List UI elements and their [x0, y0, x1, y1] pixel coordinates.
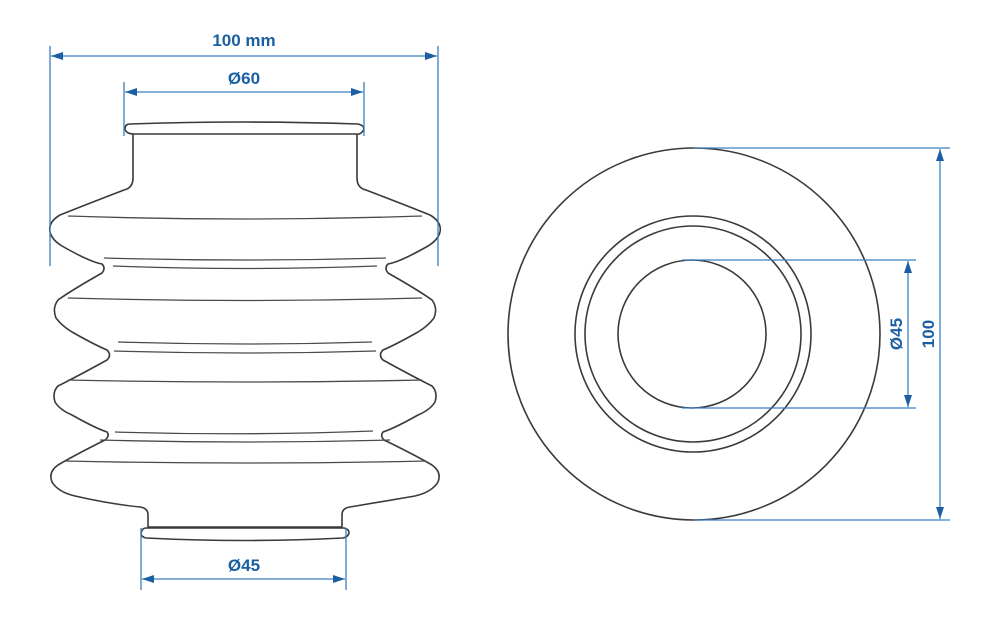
top-flange	[124, 121, 365, 135]
bottom-diameter-label: Ø45	[228, 556, 260, 575]
ring-outer-circle	[574, 215, 812, 453]
dimension-top-diameter: Ø60	[123, 69, 365, 136]
dimension-outer-diameter: 100	[694, 147, 950, 521]
top-view: 100 Ø45	[507, 147, 950, 521]
ring-inner-circle	[584, 225, 802, 443]
inner-diameter-label: Ø45	[887, 318, 906, 350]
bottom-flange	[140, 527, 350, 542]
outer-diameter-label: 100	[919, 320, 938, 348]
dimension-overall-width: 100 mm	[49, 31, 439, 266]
dimension-bottom-diameter: Ø45	[140, 528, 347, 590]
side-view: 100 mm Ø60 Ø45	[48, 31, 442, 590]
top-diameter-label: Ø60	[228, 69, 260, 88]
dimension-inner-diameter: Ø45	[682, 259, 916, 409]
outer-circle	[507, 147, 881, 521]
inner-hole-circle	[617, 259, 767, 409]
overall-width-label: 100 mm	[212, 31, 275, 50]
bellows-body-outline	[48, 134, 442, 528]
rib-lines	[63, 215, 427, 464]
